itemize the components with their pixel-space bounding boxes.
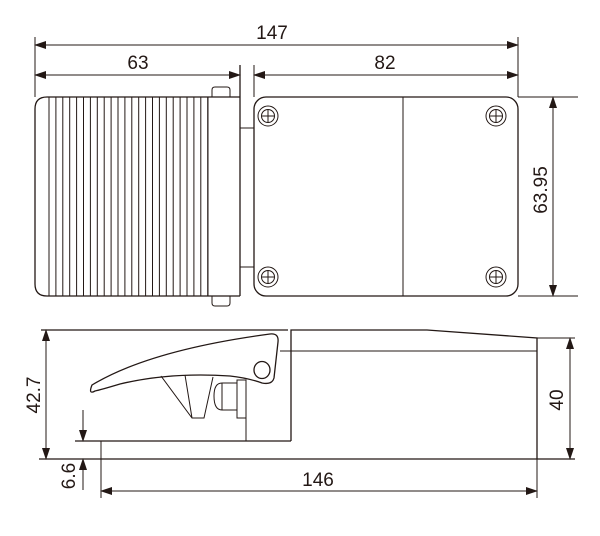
- dimension-label: 146: [302, 470, 334, 491]
- lever-handle: [89, 333, 279, 393]
- lever-pawl: [160, 374, 214, 419]
- dimension-label: 63.95: [531, 166, 552, 214]
- dimension-pedal-length: 63: [34, 53, 241, 79]
- dimension-base-offset: 6.6: [59, 410, 87, 490]
- screw-icon: [485, 266, 507, 288]
- screw-icon: [257, 266, 279, 288]
- dimension-label: 82: [374, 53, 395, 74]
- lever-pin: [253, 360, 271, 380]
- side-view: 42.7 40 6.6 146: [24, 329, 575, 498]
- dimension-label: 6.6: [59, 463, 80, 489]
- switch-body-top: [253, 96, 519, 297]
- dimension-height: 42.7: [24, 329, 50, 460]
- dimension-base-length: 146: [100, 459, 538, 498]
- switch-body-side: [290, 329, 538, 459]
- pedal-outline: [34, 96, 240, 297]
- dimension-label: 40: [547, 389, 568, 410]
- pedal-ribs: [48, 97, 209, 296]
- dimension-body-length: 82: [253, 53, 519, 79]
- plunger-button: [213, 382, 237, 411]
- screw-icon: [485, 105, 507, 127]
- pedal-tab-bottom: [211, 296, 231, 307]
- plunger-plate: [236, 379, 247, 419]
- top-view: 147 63 82 63.95: [34, 23, 578, 307]
- pedal-tab-top: [211, 86, 231, 97]
- dimension-width: 63.95: [518, 96, 578, 297]
- dimension-label: 147: [256, 23, 288, 44]
- screw-icon: [257, 105, 279, 127]
- dimension-label: 63: [127, 53, 148, 74]
- dimension-body-height: 40: [537, 337, 575, 460]
- dimension-overall-length: 147: [34, 23, 519, 97]
- dimension-label: 42.7: [24, 377, 45, 414]
